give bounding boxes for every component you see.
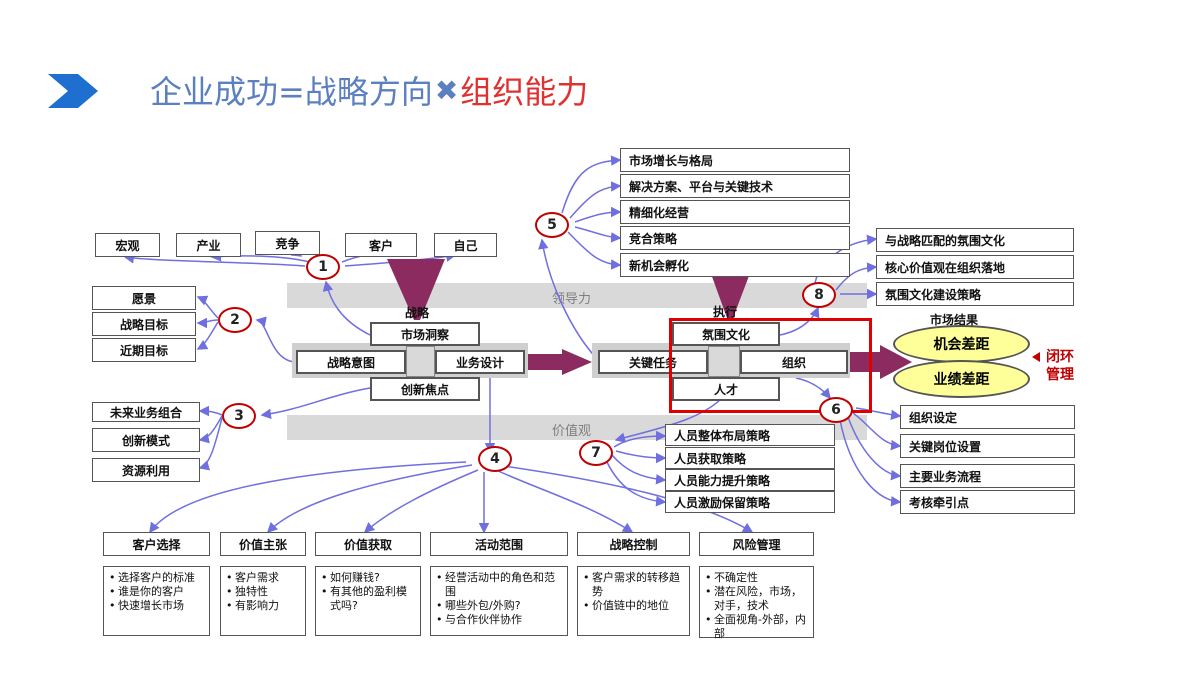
detail-item: 哪些外包/外购? (436, 599, 563, 613)
detail-item: 独特性 (226, 585, 301, 599)
box-industry: 产业 (176, 233, 241, 257)
circle-8: 8 (802, 282, 836, 308)
hdr-risk-management: 风险管理 (699, 532, 814, 556)
box-market-insight: 市场洞察 (370, 322, 480, 346)
box-customer: 客户 (345, 233, 417, 257)
detail-activity-scope: 经营活动中的角色和范围 哪些外包/外购? 与合作伙伴协作 (430, 566, 568, 636)
box-macro: 宏观 (95, 233, 160, 257)
box-culture-match: 与战略匹配的氛围文化 (876, 228, 1074, 252)
chevron-icon (48, 74, 98, 108)
detail-customer-selection: 选择客户的标准 谁是你的客户 快速增长市场 (103, 566, 210, 636)
box-strategic-intent: 战略意图 (296, 350, 406, 374)
circle-5: 5 (535, 212, 569, 238)
box-vision: 愿景 (92, 286, 196, 310)
execution-center (708, 346, 740, 377)
detail-item: 价值链中的地位 (583, 599, 685, 613)
box-innovation-focus: 创新焦点 (370, 377, 480, 401)
detail-item: 有影响力 (226, 599, 301, 613)
detail-strategic-control: 客户需求的转移趋势 价值链中的地位 (577, 566, 690, 636)
detail-item: 谁是你的客户 (109, 585, 205, 599)
box-staff-layout: 人员整体布局策略 (665, 424, 835, 446)
detail-item: 快速增长市场 (109, 599, 205, 613)
box-future-portfolio: 未来业务组合 (92, 402, 200, 422)
detail-item: 潜在风险，市场，对手，技术 (705, 585, 809, 613)
box-talent: 人才 (672, 377, 780, 401)
funnel-arrow-strategy (387, 259, 445, 320)
box-org-setup: 组织设定 (900, 405, 1075, 429)
box-core-values: 核心价值观在组织落地 (876, 255, 1074, 279)
hdr-customer-selection: 客户选择 (103, 532, 210, 556)
box-atmosphere: 氛围文化 (672, 322, 780, 346)
detail-item: 经营活动中的角色和范围 (436, 571, 563, 599)
box-organization: 组织 (740, 350, 848, 374)
strategy-center (406, 346, 435, 377)
opportunity-gap: 机会差距 (893, 325, 1030, 363)
hdr-value-proposition: 价值主张 (220, 532, 306, 556)
box-assessment: 考核牵引点 (900, 490, 1075, 514)
detail-value-proposition: 客户需求 独特性 有影响力 (220, 566, 306, 636)
strategy-label: 战略 (405, 306, 430, 320)
circle-3: 3 (222, 403, 256, 429)
box-coopetition: 竞合策略 (620, 226, 850, 250)
box-key-tasks: 关键任务 (598, 350, 708, 374)
detail-item: 有其他的盈利模式吗? (321, 585, 416, 613)
detail-value-capture: 如何赚钱? 有其他的盈利模式吗? (315, 566, 421, 636)
box-main-processes: 主要业务流程 (900, 464, 1075, 488)
detail-item: 与合作伙伴协作 (436, 613, 563, 627)
page-title: 企业成功=战略方向 ✖ 组织能力 (150, 68, 588, 112)
circle-1: 1 (306, 254, 340, 280)
box-competition: 竞争 (255, 231, 320, 255)
hdr-activity-scope: 活动范围 (430, 532, 568, 556)
circle-6: 6 (819, 397, 853, 423)
performance-gap: 业绩差距 (893, 360, 1030, 398)
execution-highlight (669, 318, 872, 413)
title-part2: 组织能力 (460, 73, 589, 111)
execution-label: 执行 (713, 305, 738, 319)
market-result-label: 市场结果 (930, 313, 979, 327)
times-icon: ✖ (434, 73, 459, 107)
leadership-band (287, 283, 867, 308)
box-strategic-goal: 战略目标 (92, 312, 196, 336)
box-staff-acquire: 人员获取策略 (665, 447, 835, 469)
box-innovation-model: 创新模式 (92, 428, 200, 452)
box-new-opportunity: 新机会孵化 (620, 253, 850, 277)
hdr-value-capture: 价值获取 (315, 532, 421, 556)
closed-loop-label: 闭环 管理 (1046, 349, 1074, 383)
box-business-design: 业务设计 (435, 350, 525, 374)
box-culture-building: 氛围文化建设策略 (876, 282, 1074, 306)
values-label: 价值观 (552, 424, 592, 439)
circle-7: 7 (579, 440, 613, 466)
detail-risk-management: 不确定性 潜在风险，市场，对手，技术 全面视角-外部，内部 (699, 566, 814, 641)
detail-item: 全面视角-外部，内部 (705, 613, 809, 641)
box-self: 自己 (434, 233, 497, 257)
circle-4: 4 (478, 446, 512, 472)
box-fine-ops: 精细化经营 (620, 200, 850, 224)
circle-2: 2 (218, 307, 252, 333)
box-staff-capability: 人员能力提升策略 (665, 469, 835, 491)
box-staff-incentive: 人员激励保留策略 (665, 491, 835, 513)
detail-item: 如何赚钱? (321, 571, 416, 585)
box-key-positions: 关键岗位设置 (900, 434, 1075, 458)
box-solutions: 解决方案、平台与关键技术 (620, 174, 850, 198)
box-resource-use: 资源利用 (92, 458, 200, 482)
detail-item: 客户需求的转移趋势 (583, 571, 685, 599)
detail-item: 客户需求 (226, 571, 301, 585)
hdr-strategic-control: 战略控制 (577, 532, 690, 556)
box-near-goal: 近期目标 (92, 338, 196, 362)
detail-item: 不确定性 (705, 571, 809, 585)
detail-item: 选择客户的标准 (109, 571, 205, 585)
title-part1: 企业成功=战略方向 (150, 73, 433, 111)
box-market-growth: 市场增长与格局 (620, 148, 850, 172)
